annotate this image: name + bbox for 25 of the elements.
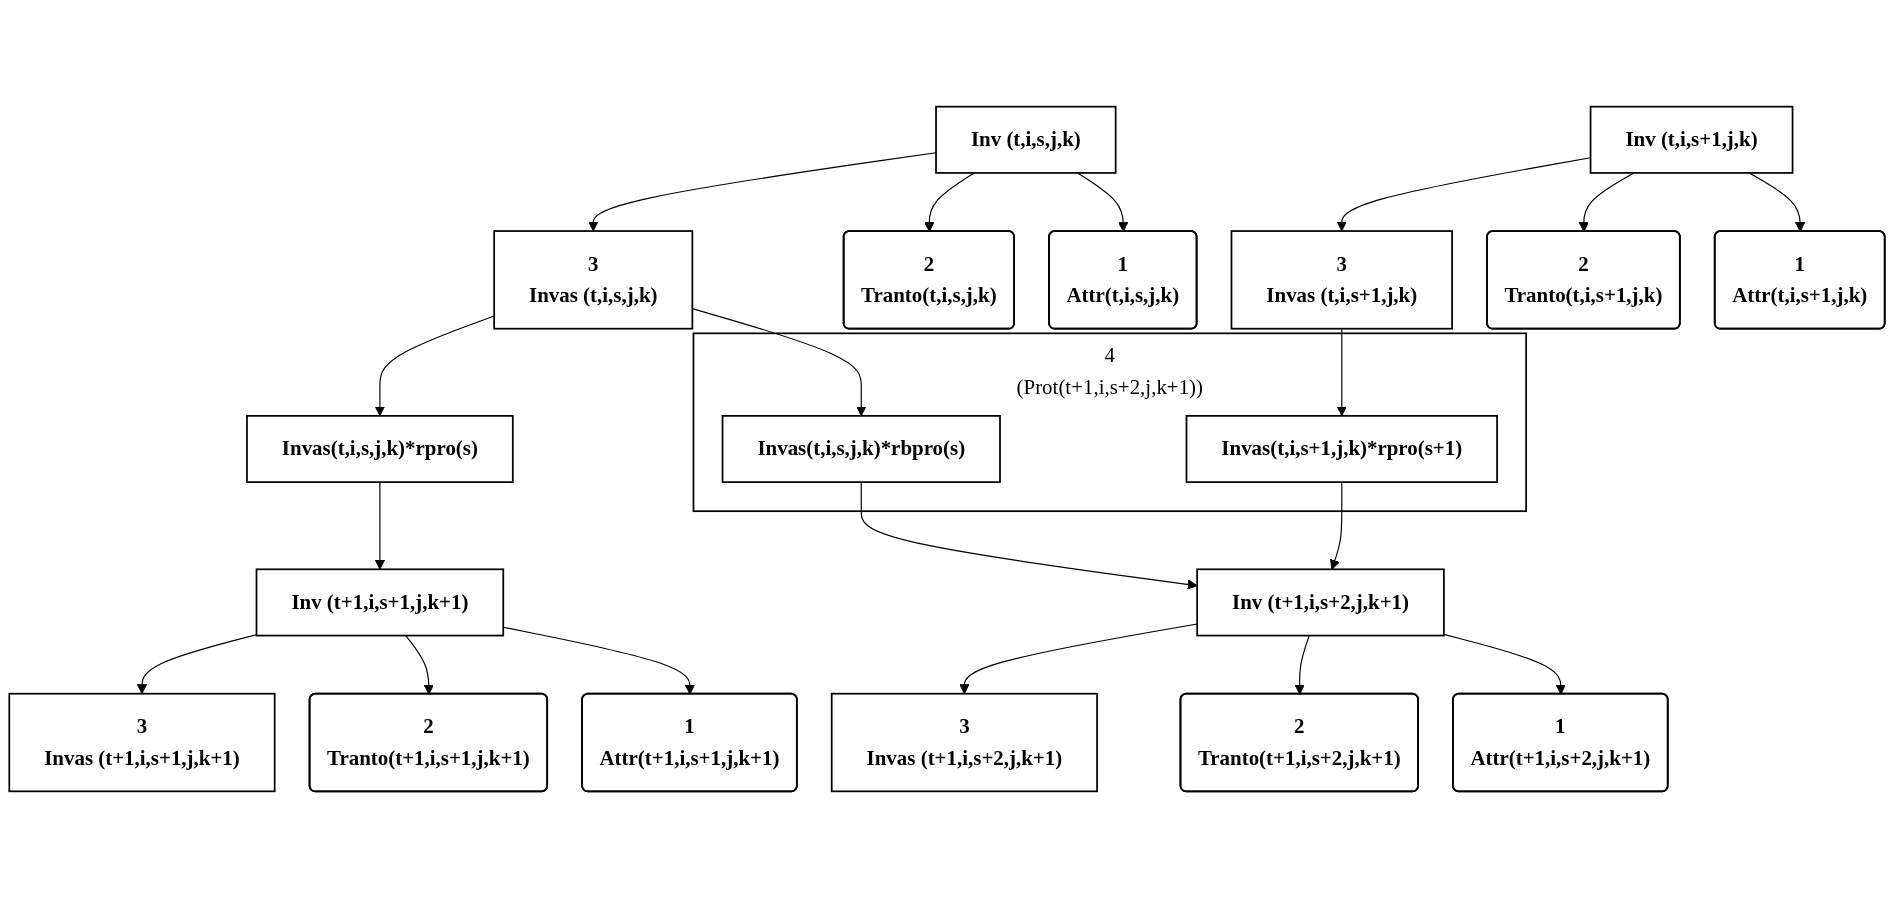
arrow	[374, 315, 495, 417]
node-box: Inv (t+1,i,s+2,j,k+1)	[1196, 568, 1445, 637]
node-box: 3 Invas (t,i,s,j,k)	[493, 230, 694, 330]
node-box: 3 Invas (t+1,i,s+2,j,k+1)	[830, 692, 1098, 793]
node-box: Inv (t,i,s,j,k)	[935, 105, 1117, 174]
node-box: Invas(t,i,s,j,k)*rbpro(s)	[721, 415, 1001, 483]
node-box: Invas(t,i,s,j,k)*rpro(s)	[246, 415, 514, 483]
node-box: 3 Invas (t+1,i,s+1,j,k+1)	[8, 692, 276, 793]
node-box: Inv (t,i,s+1,j,k)	[1589, 105, 1794, 174]
arrow	[1748, 172, 1806, 233]
arrow	[1330, 481, 1343, 570]
arrow	[860, 481, 1198, 590]
arrow	[1336, 328, 1347, 417]
arrow	[405, 635, 434, 695]
node-box: Inv (t+1,i,s+1,j,k+1)	[255, 568, 505, 637]
arrow	[924, 172, 975, 233]
node-box: 3 Invas (t,i,s+1,j,k)	[1230, 230, 1453, 330]
node-box: Invas(t,i,s+1,j,k)*rpro(s+1)	[1185, 415, 1498, 483]
arrow	[588, 152, 937, 232]
arrow	[374, 481, 385, 570]
arrow	[1294, 635, 1310, 695]
arrow	[959, 623, 1198, 695]
arrow	[1076, 172, 1129, 233]
arrow	[1443, 633, 1566, 695]
arrow	[1578, 172, 1635, 233]
